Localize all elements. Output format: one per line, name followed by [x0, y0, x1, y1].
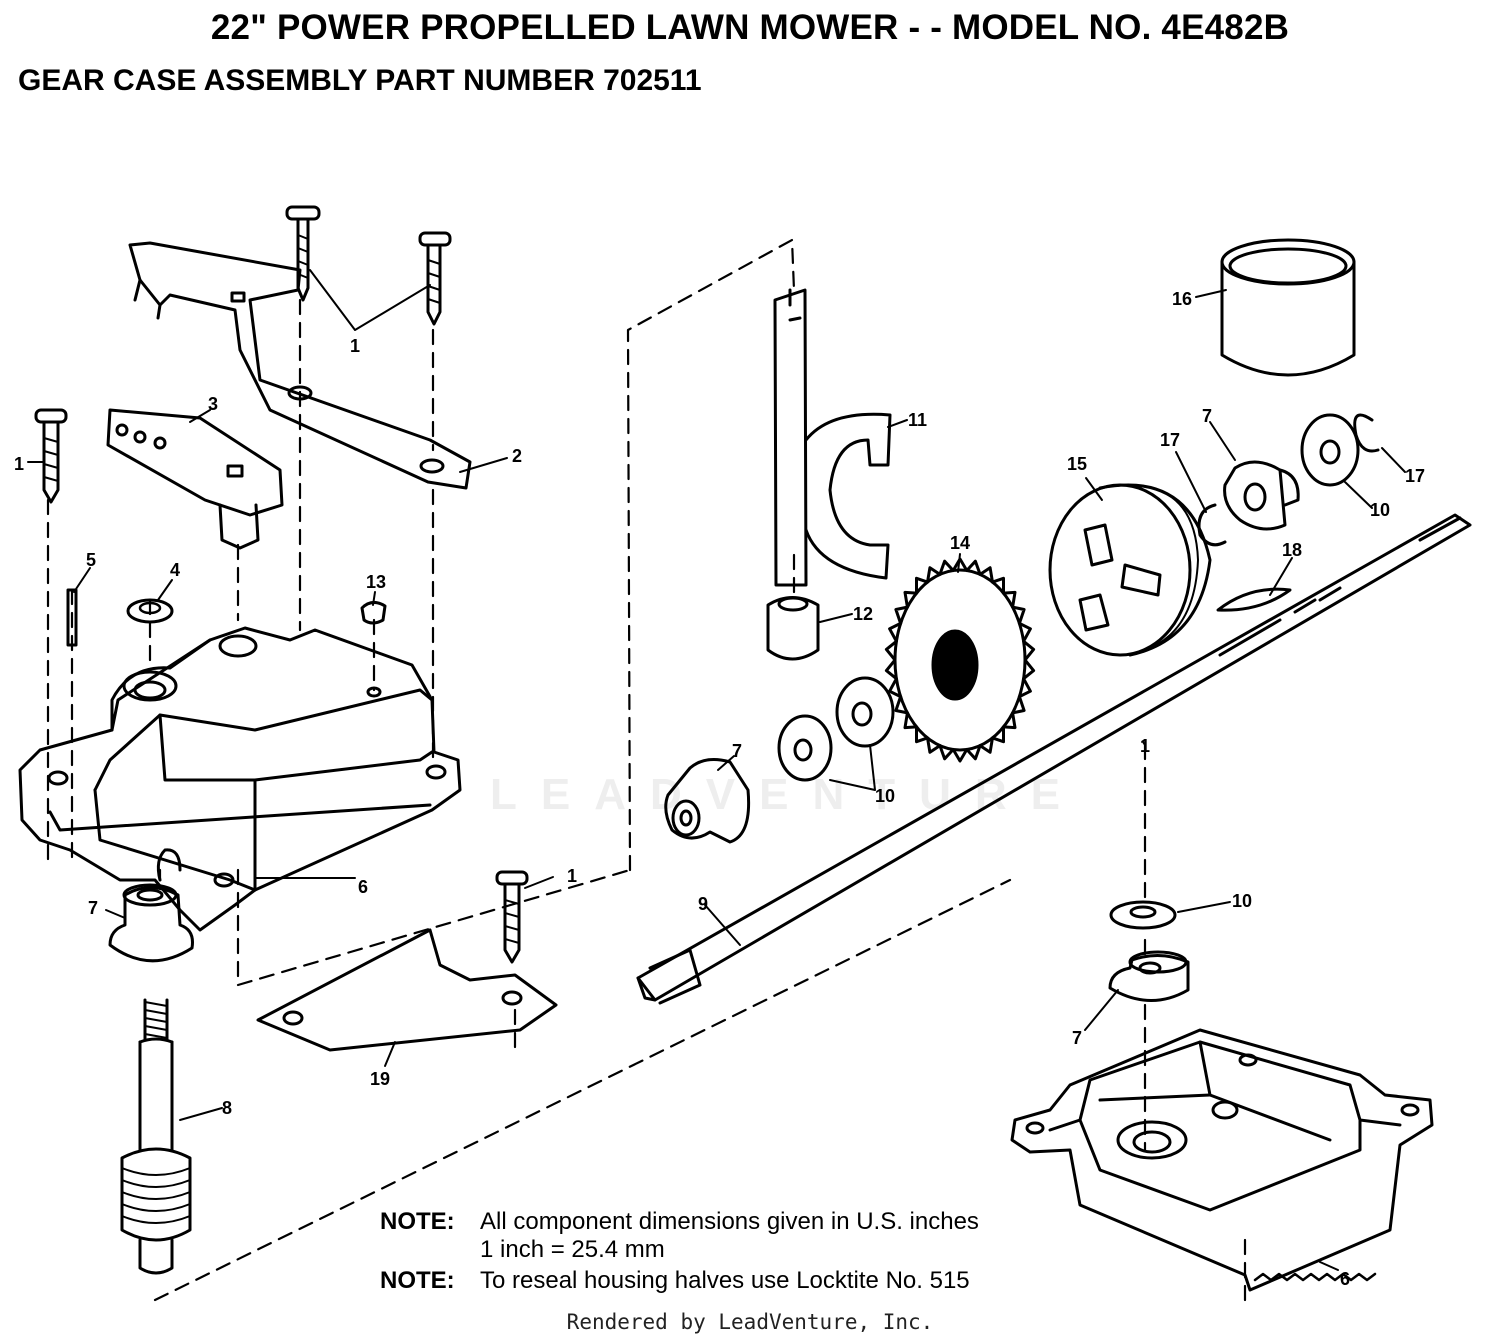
callout-17-left: 17	[1160, 430, 1180, 450]
screw-part-1-top-right	[418, 231, 452, 326]
gear-case-upper-housing-part-6	[18, 626, 462, 932]
callout-10-right: 10	[1370, 500, 1390, 520]
callout-1-lower: 1	[567, 866, 577, 886]
note-text: All component dimensions given in U.S. i…	[480, 1208, 979, 1235]
callout-15: 15	[1067, 454, 1087, 474]
washer-part-4	[126, 598, 174, 624]
axle-shaft-part-9	[636, 513, 1472, 1005]
key-part-18	[1216, 587, 1292, 612]
washer-part-10-right	[1300, 413, 1360, 487]
callout-10-bottom: 10	[1232, 891, 1252, 911]
footer-credit: Rendered by LeadVenture, Inc.	[566, 1310, 934, 1334]
watermark-text: LEADVENTURE	[490, 770, 1085, 819]
callout-7-left: 7	[88, 898, 98, 918]
bushing-part-7-bottom	[1108, 950, 1190, 1002]
cup-part-16	[1220, 238, 1356, 377]
note-label: NOTE:	[380, 1267, 455, 1294]
callout-11: 11	[908, 410, 927, 430]
callout-7-right: 7	[1202, 406, 1212, 426]
gear-teeth	[884, 557, 1036, 763]
callout-16: 16	[1172, 289, 1192, 309]
callout-6-lower: 6	[1340, 1269, 1350, 1289]
page-subtitle: GEAR CASE ASSEMBLY PART NUMBER 702511	[18, 64, 702, 97]
bushing-part-7-right	[1223, 460, 1300, 531]
callout-14: 14	[950, 533, 970, 553]
page-title: 22" POWER PROPELLED LAWN MOWER - - MODEL…	[210, 8, 1290, 47]
plug-part-13	[360, 601, 387, 625]
lever-part-3	[106, 408, 284, 550]
callout-7-bottom: 7	[1072, 1028, 1082, 1048]
screw-part-1-top-left	[285, 205, 321, 302]
pin-part-5	[66, 588, 78, 647]
callout-12: 12	[853, 604, 873, 624]
callout-9: 9	[698, 894, 708, 914]
screw-part-1-lower	[495, 870, 529, 964]
note-dimensions: NOTE: All component dimensions given in U…	[380, 1208, 979, 1236]
worm-shaft-part-8	[120, 998, 192, 1275]
note-conversion: 1 inch = 25.4 mm	[480, 1236, 665, 1263]
note-text: To reseal housing halves use Locktite No…	[480, 1267, 970, 1294]
callout-1-left: 1	[14, 454, 24, 474]
shift-fork-part-11	[773, 288, 892, 587]
gear-case-lower-housing-part-6	[1010, 1028, 1434, 1292]
note-reseal: NOTE: To reseal housing halves use Lockti…	[380, 1267, 970, 1295]
gear-part-14	[884, 557, 1036, 763]
callout-7-center: 7	[732, 741, 742, 761]
collar-part-12	[766, 596, 820, 661]
callout-10-center: 10	[875, 786, 895, 806]
callout-13: 13	[366, 572, 386, 592]
screw-part-1-left	[34, 408, 68, 504]
bushing-part-7-left	[108, 883, 194, 963]
callout-3: 3	[208, 394, 218, 414]
washer-part-10-left-a	[777, 714, 833, 782]
plate-part-19	[256, 928, 558, 1052]
clutch-drum-part-15	[1048, 483, 1212, 657]
bushing-part-7-center	[664, 758, 751, 844]
washer-part-10-left-b	[835, 676, 895, 748]
bracket-part-2	[128, 241, 472, 490]
clip-part-17-left	[1197, 503, 1227, 547]
callout-19: 19	[370, 1069, 390, 1089]
callout-leader-lines	[27, 269, 1406, 1271]
callout-4: 4	[170, 560, 180, 580]
callout-2: 2	[512, 446, 522, 466]
callout-6-upper: 6	[358, 877, 368, 897]
assembly-guide-lines	[46, 238, 1247, 1302]
callout-8: 8	[222, 1098, 232, 1118]
callout-17-right: 17	[1405, 466, 1425, 486]
callout-1-right: 1	[1140, 736, 1150, 756]
callout-5: 5	[86, 550, 96, 570]
callout-1-top: 1	[350, 336, 360, 356]
callout-18: 18	[1282, 540, 1302, 560]
clip-part-17-right	[1353, 413, 1380, 453]
note-label: NOTE:	[380, 1208, 455, 1235]
washer-part-10-bottom	[1109, 900, 1177, 930]
